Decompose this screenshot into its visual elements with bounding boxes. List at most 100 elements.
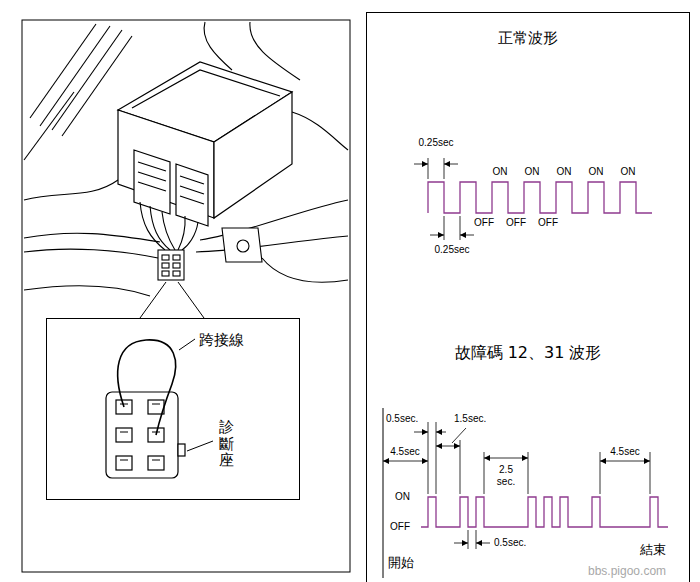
dimension-arrow (484, 458, 528, 459)
axis-label: OFF (390, 521, 410, 533)
socket-slot (162, 263, 169, 268)
wire (24, 249, 158, 258)
socket-slot (173, 263, 180, 268)
diagnosis-socket-detail (106, 392, 185, 478)
dimension-label: 0.5sec. (494, 537, 526, 549)
dimension-label: 0.25sec (434, 244, 469, 256)
wire (196, 236, 348, 252)
dimension-label: 1.5sec. (454, 413, 486, 425)
inset-box: 跨接線診斷座 (46, 318, 300, 500)
time-marker: 開始 (388, 555, 414, 571)
bracket-hole (237, 240, 249, 252)
jumper-wire (118, 340, 176, 435)
extension-line (484, 452, 528, 494)
ecu-connector (176, 164, 208, 226)
extension-line (444, 216, 460, 240)
socket-slot (116, 428, 132, 442)
state-label: ON (493, 166, 508, 178)
time-axis (383, 408, 384, 578)
axis-label: ON (395, 491, 410, 503)
wire (24, 233, 160, 242)
wire (24, 286, 150, 296)
extension-line (600, 452, 650, 494)
harness (140, 202, 198, 250)
leader-line (452, 428, 466, 443)
dimension-arrow (414, 432, 428, 433)
leader-line (187, 441, 213, 451)
dimension-label: 4.5sec (390, 446, 419, 458)
dimension-arrow (383, 461, 428, 462)
dimension-arrow (476, 543, 490, 544)
watermark: bbs.pigoo.com (588, 564, 666, 578)
state-label: OFF (506, 217, 526, 229)
state-label: ON (621, 166, 636, 178)
socket-slot (116, 456, 132, 470)
dimension-arrow (430, 235, 444, 236)
louvre-line (24, 92, 74, 160)
state-label: OFF (538, 217, 558, 229)
wire (204, 22, 232, 70)
ecu-lid-line (132, 70, 280, 108)
dashboard-lines (24, 22, 348, 296)
ecu-unit (118, 62, 292, 226)
left-panel-frame (22, 20, 350, 572)
wire (262, 258, 348, 282)
wire (178, 216, 185, 250)
time-marker: 結束 (640, 542, 666, 558)
wire (24, 180, 118, 200)
fault-dimensions (383, 422, 650, 549)
socket-tab (178, 444, 185, 456)
socket-slot (173, 271, 180, 276)
extension-line (468, 530, 476, 549)
slot-notches (120, 404, 160, 460)
fault-waveform (421, 497, 668, 527)
wire (250, 22, 300, 80)
wire (162, 212, 175, 250)
louvre-line (30, 24, 96, 118)
normal-dimensions (414, 158, 474, 240)
panel-heading: 故障碼 12、31 波形 (455, 343, 602, 362)
dimension-arrow (414, 164, 428, 165)
connector-pins (138, 162, 204, 204)
wire (292, 112, 348, 150)
extension-line (428, 158, 444, 179)
callout-lines (140, 282, 204, 318)
state-label: ON (525, 166, 540, 178)
leader-line (179, 339, 195, 350)
dimension-arrow (436, 432, 446, 433)
state-label: ON (589, 166, 604, 178)
socket-housing (106, 392, 178, 478)
dimension-arrow (454, 543, 468, 544)
socket-slot (162, 255, 169, 260)
socket-slot (173, 255, 180, 260)
dimension-label: 0.5sec. (386, 413, 418, 425)
ecu-side (214, 92, 292, 218)
part-label: 跨接線 (199, 331, 244, 349)
state-label: ON (557, 166, 572, 178)
panel-heading: 正常波形 (498, 29, 558, 47)
socket-slot (148, 456, 164, 470)
wire (182, 222, 198, 250)
dimension-label: 0.25sec (418, 137, 453, 149)
louvre-line (52, 30, 122, 130)
dimension-arrow (444, 164, 458, 165)
wire (140, 202, 165, 250)
dimension-label: 4.5sec (610, 446, 639, 458)
dimension-arrow (600, 461, 650, 462)
wire (150, 206, 170, 250)
diagnosis-socket-small (158, 250, 184, 280)
part-label: 診斷座 (219, 419, 234, 469)
socket-slot (162, 271, 169, 276)
louvre-line (40, 26, 110, 126)
normal-waveform (428, 182, 652, 213)
dimension-arrow (460, 235, 474, 236)
state-label: OFF (474, 217, 494, 229)
dimension-label: 2.5 sec. (491, 464, 521, 488)
dimension-arrow (436, 446, 460, 447)
socket-body (158, 250, 184, 280)
waveform-panel: 正常波形故障碼 12、31 波形 (366, 12, 690, 582)
